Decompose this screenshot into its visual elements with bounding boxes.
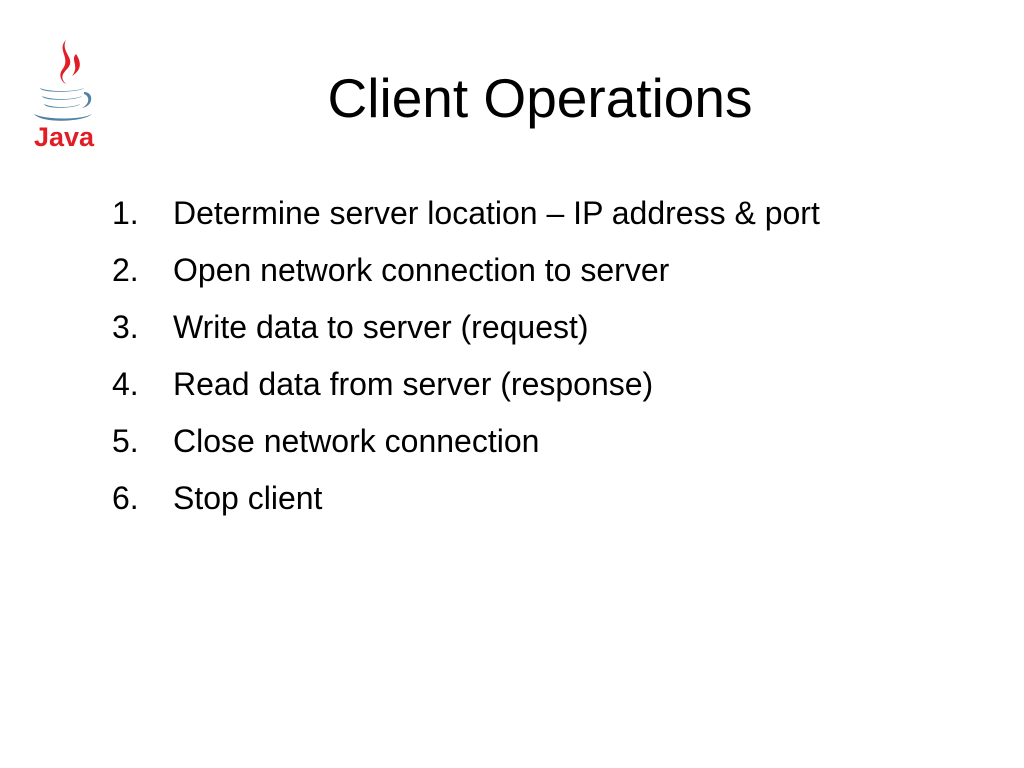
logo-wordmark: Java [34, 122, 95, 152]
step-number: 5. [112, 423, 139, 459]
step-text: Determine server location – IP address &… [173, 195, 820, 231]
java-cup-icon: Java [34, 40, 95, 152]
list-item: 4. Read data from server (response) [112, 361, 932, 408]
step-text: Stop client [173, 480, 323, 516]
slide-title: Client Operations [327, 67, 753, 129]
step-text: Open network connection to server [173, 252, 670, 288]
steps-list: 1. Determine server location – IP addres… [112, 190, 932, 532]
list-item: 5. Close network connection [112, 418, 932, 465]
step-text: Write data to server (request) [173, 309, 589, 345]
step-text: Read data from server (response) [173, 366, 654, 402]
list-item: 6. Stop client [112, 475, 932, 522]
step-number: 1. [112, 195, 139, 231]
list-item: 1. Determine server location – IP addres… [112, 190, 932, 237]
step-number: 2. [112, 252, 139, 288]
step-text: Close network connection [173, 423, 540, 459]
list-item: 3. Write data to server (request) [112, 304, 932, 351]
step-number: 6. [112, 480, 139, 516]
step-number: 3. [112, 309, 139, 345]
step-number: 4. [112, 366, 139, 402]
list-item: 2. Open network connection to server [112, 247, 932, 294]
java-logo-icon: Java [26, 36, 102, 154]
